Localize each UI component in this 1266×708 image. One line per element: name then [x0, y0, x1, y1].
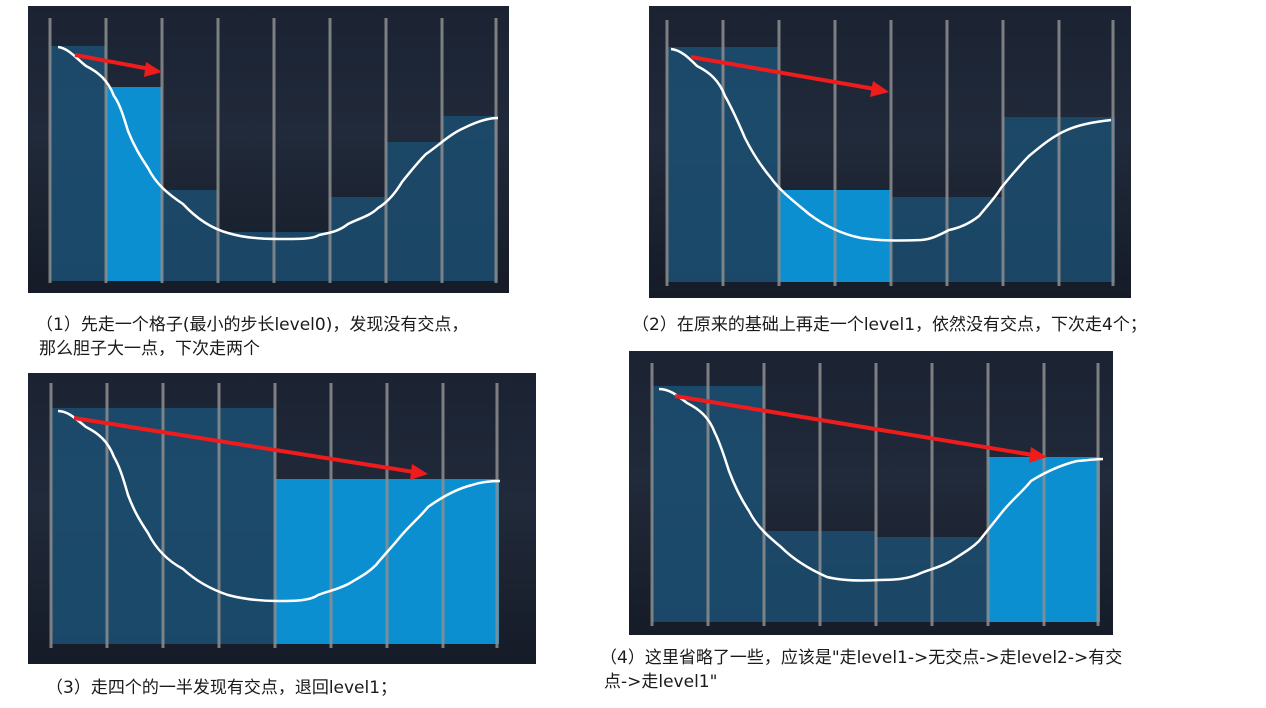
height-block	[708, 386, 764, 622]
height-block	[652, 386, 708, 622]
height-block	[442, 116, 498, 281]
height-block	[162, 190, 218, 281]
caption-4-line-2: 点->走level1"	[604, 672, 718, 692]
diagram-panel-1	[28, 6, 509, 293]
step-arrow	[73, 416, 428, 480]
height-block	[51, 408, 107, 644]
diagram-panel-3	[28, 373, 536, 664]
height-curve	[57, 45, 499, 241]
height-curve	[670, 47, 1112, 242]
height-block	[764, 531, 820, 622]
height-block	[218, 232, 274, 281]
height-block	[1059, 117, 1115, 282]
caption-3-line-1: （3）走四个的一半发现有交点，退回level1；	[46, 678, 398, 698]
height-block	[107, 408, 163, 644]
caption-3: （3）走四个的一半发现有交点，退回level1；	[46, 676, 397, 700]
grid-lines	[665, 20, 1115, 286]
height-block-highlight	[779, 190, 835, 282]
grid-lines	[650, 363, 1100, 626]
height-block	[932, 537, 988, 622]
caption-4-line-1: （4）这里省略了一些，应该是"走level1->无交点->走level2->有交	[600, 648, 1123, 668]
caption-2: （2）在原来的基础上再走一个level1，依然没有交点，下次走4个；	[632, 313, 1147, 337]
height-block-highlight	[835, 190, 891, 282]
grid-lines	[49, 383, 499, 648]
height-block	[163, 408, 219, 644]
diagram-panel-4	[629, 351, 1113, 635]
height-curve	[658, 387, 1104, 582]
height-block	[1003, 117, 1059, 282]
diagram-panel-2	[649, 6, 1131, 298]
height-block	[947, 197, 1003, 282]
caption-1-line-1: （1）先走一个格子(最小的步长level0)，发现没有交点，	[36, 315, 469, 335]
caption-1: （1）先走一个格子(最小的步长level0)，发现没有交点， 那么胆子大一点，下…	[36, 313, 468, 361]
height-curve	[57, 409, 501, 603]
height-block	[386, 142, 442, 281]
caption-1-line-2: 那么胆子大一点，下次走两个	[39, 339, 260, 359]
caption-4: （4）这里省略了一些，应该是"走level1->无交点->走level2->有交…	[600, 646, 1122, 694]
diagram-3-svg	[49, 383, 501, 648]
diagram-1-svg	[48, 18, 499, 283]
height-block	[330, 197, 386, 281]
step-arrow	[690, 55, 889, 97]
height-block	[50, 46, 106, 281]
step-arrow	[74, 53, 162, 77]
height-block-highlight	[106, 87, 162, 281]
height-block	[667, 47, 723, 282]
diagram-4-svg	[650, 363, 1104, 626]
height-block	[723, 47, 779, 282]
step-arrow	[674, 394, 1047, 463]
caption-2-line-1: （2）在原来的基础上再走一个level1，依然没有交点，下次走4个；	[632, 315, 1147, 335]
diagram-2-svg	[665, 20, 1115, 286]
